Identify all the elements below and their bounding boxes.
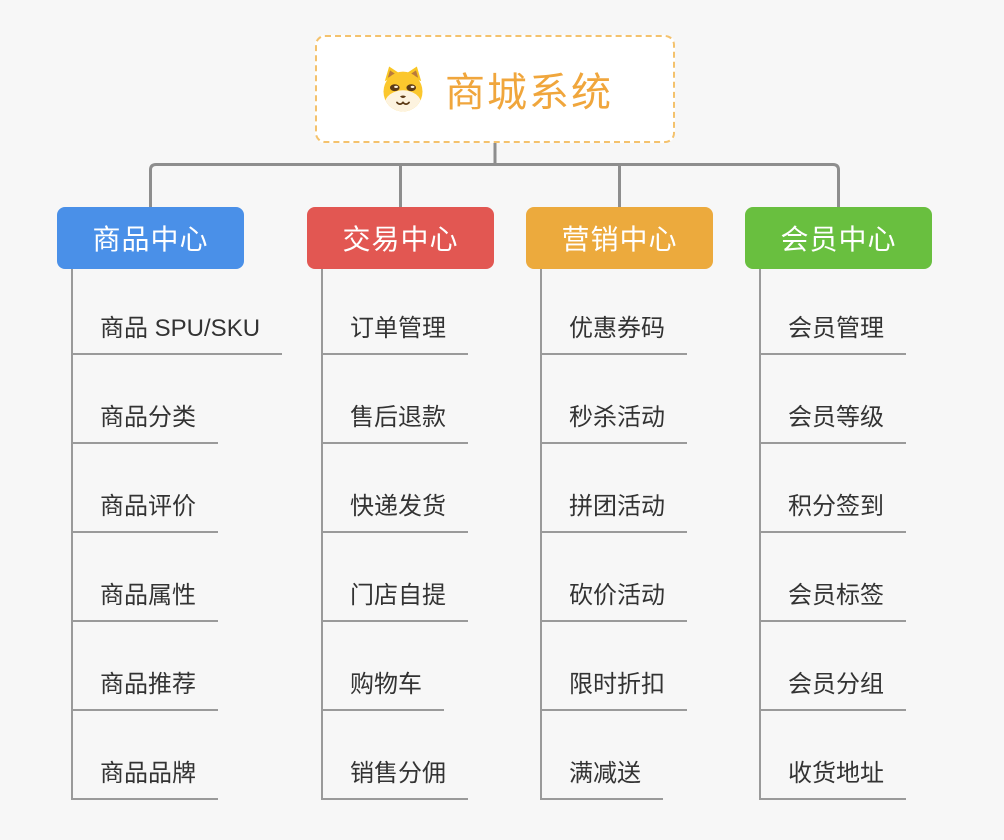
mindmap-item[interactable]: 购物车: [323, 669, 444, 711]
mindmap-item[interactable]: 订单管理: [323, 313, 468, 355]
mindmap-item[interactable]: 优惠券码: [542, 313, 687, 355]
root-node[interactable]: 商城系统: [315, 35, 675, 143]
mindmap-item[interactable]: 会员分组: [761, 669, 906, 711]
mindmap-item[interactable]: 销售分佣: [323, 758, 468, 800]
mindmap-item[interactable]: 拼团活动: [542, 491, 687, 533]
branch-box-product-center[interactable]: 商品中心: [57, 207, 244, 269]
mindmap-item[interactable]: 商品分类: [73, 402, 218, 444]
mindmap-item[interactable]: 会员标签: [761, 580, 906, 622]
branch-box-marketing-center[interactable]: 营销中心: [526, 207, 713, 269]
mindmap-item[interactable]: 会员管理: [761, 313, 906, 355]
mindmap-item[interactable]: 限时折扣: [542, 669, 687, 711]
mindmap-item[interactable]: 快递发货: [323, 491, 468, 533]
mindmap-item[interactable]: 商品品牌: [73, 758, 218, 800]
mindmap-item[interactable]: 砍价活动: [542, 580, 687, 622]
mindmap-item[interactable]: 商品属性: [73, 580, 218, 622]
mindmap-item[interactable]: 满减送: [542, 758, 663, 800]
branch-items-member-center: 会员管理 会员等级 积分签到 会员标签 会员分组 收货地址: [759, 269, 991, 800]
mindmap-item[interactable]: 积分签到: [761, 491, 906, 533]
mindmap-item[interactable]: 售后退款: [323, 402, 468, 444]
branch-box-member-center[interactable]: 会员中心: [745, 207, 932, 269]
branch-items-marketing-center: 优惠券码 秒杀活动 拼团活动 砍价活动 限时折扣 满减送: [540, 269, 772, 800]
mindmap-item[interactable]: 会员等级: [761, 402, 906, 444]
branch-rail-line: [149, 163, 840, 209]
mindmap-item[interactable]: 商品 SPU/SKU: [73, 313, 283, 355]
mindmap-item[interactable]: 商品评价: [73, 491, 218, 533]
branch-items-product-center: 商品 SPU/SKU 商品分类 商品评价 商品属性 商品推荐 商品品牌: [71, 269, 303, 800]
branch-items-trade-center: 订单管理 售后退款 快递发货 门店自提 购物车 销售分佣: [321, 269, 553, 800]
mindmap-item[interactable]: 收货地址: [761, 758, 906, 800]
branch-box-trade-center[interactable]: 交易中心: [307, 207, 494, 269]
root-title: 商城系统: [445, 71, 613, 115]
shiba-dog-icon: [377, 65, 429, 113]
mindmap-item[interactable]: 门店自提: [323, 580, 468, 622]
mindmap-item[interactable]: 商品推荐: [73, 669, 218, 711]
mindmap-item[interactable]: 秒杀活动: [542, 402, 687, 444]
